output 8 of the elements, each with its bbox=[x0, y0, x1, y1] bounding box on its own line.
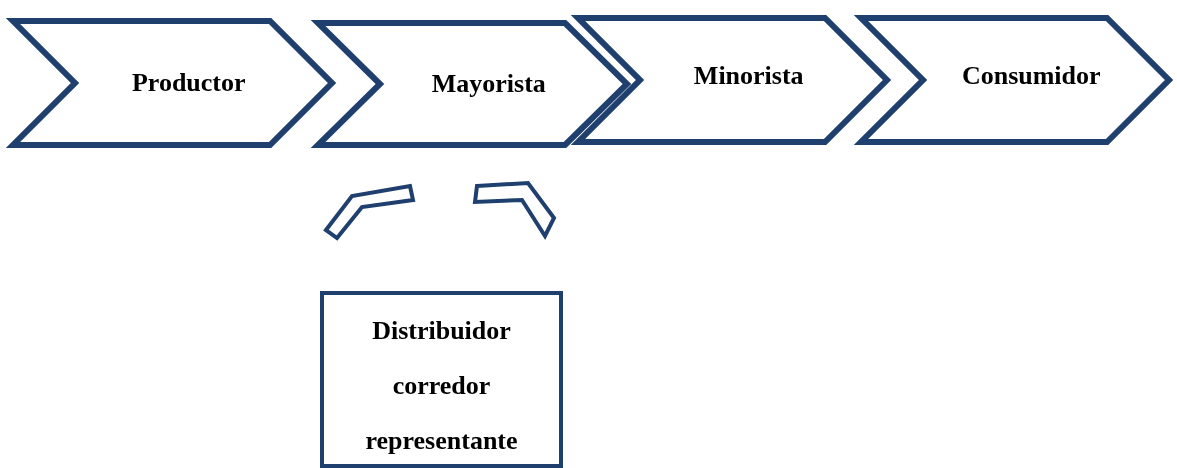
box-label: Distribuidor corredor representante bbox=[364, 315, 519, 457]
connector-chevron bbox=[323, 183, 416, 241]
step-label: Productor bbox=[130, 67, 247, 99]
text-box bbox=[320, 291, 563, 468]
step-label: Consumidor bbox=[960, 60, 1102, 92]
step-label: Minorista bbox=[692, 60, 805, 92]
connector-chevron bbox=[472, 180, 557, 241]
step-label: Mayorista bbox=[430, 68, 547, 100]
